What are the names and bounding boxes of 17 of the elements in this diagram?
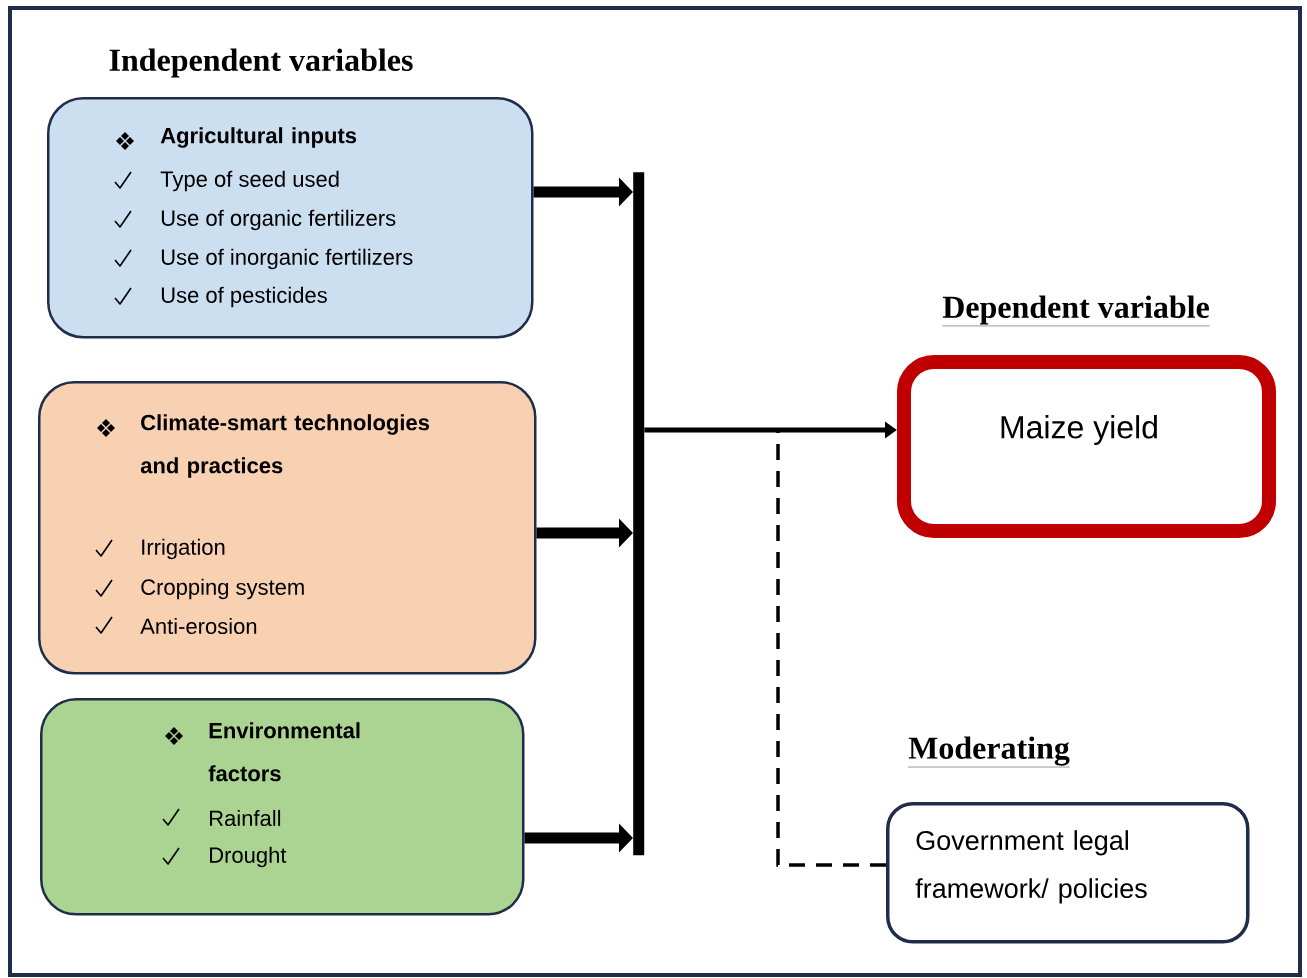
list-item: Cropping system xyxy=(141,578,304,600)
box: Maize yield xyxy=(897,355,1276,538)
list-item: Drought xyxy=(210,846,287,868)
list-item: Irrigation xyxy=(142,538,225,560)
box: Government legal framework/ policies xyxy=(886,802,1250,944)
list-item: Type of seed used xyxy=(160,170,339,192)
dashed-line xyxy=(776,432,886,867)
list-item: Rainfall xyxy=(210,809,281,827)
section-heading: Moderating xyxy=(907,736,1071,768)
list-heading: Environmental factors xyxy=(208,722,360,782)
list-item: Use of organic fertilizers xyxy=(161,209,396,231)
list-item: Anti-erosion xyxy=(140,617,257,635)
list-heading: Agricultural inputs xyxy=(160,127,357,148)
list-item: Use of pesticides xyxy=(161,286,327,308)
list-heading: Climate-smart technologies and practices xyxy=(140,414,430,478)
list-item: Use of inorganic fertilizers xyxy=(161,248,413,270)
section-heading: Dependent variable xyxy=(942,295,1210,327)
